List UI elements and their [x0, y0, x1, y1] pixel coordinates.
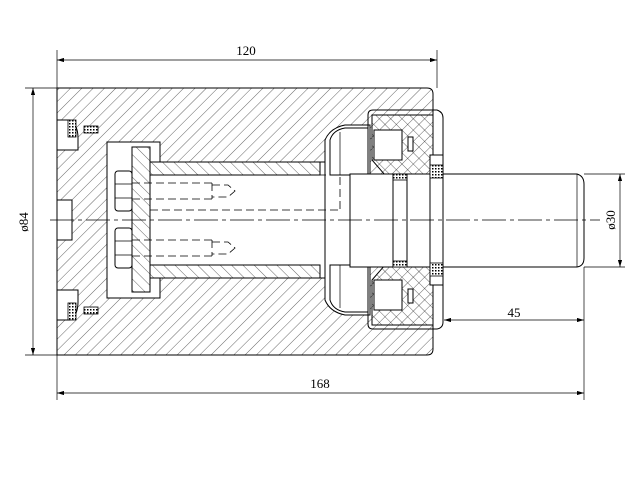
bearing	[329, 127, 369, 313]
dimension-o30	[584, 173, 625, 268]
dim-label-120: 120	[236, 43, 256, 58]
bolt-lower	[114, 227, 236, 269]
shaft	[349, 154, 585, 286]
dimension-o84	[25, 87, 57, 356]
dimension-120	[56, 50, 438, 88]
dim-label-o30: ø30	[603, 210, 618, 230]
end-cap	[367, 109, 444, 330]
dim-label-168: 168	[310, 376, 330, 391]
dimension-168	[56, 355, 584, 400]
dim-label-45: 45	[508, 305, 521, 320]
dimension-45	[444, 267, 585, 400]
dim-label-o84: ø84	[16, 212, 31, 232]
bolt-upper	[114, 170, 236, 212]
